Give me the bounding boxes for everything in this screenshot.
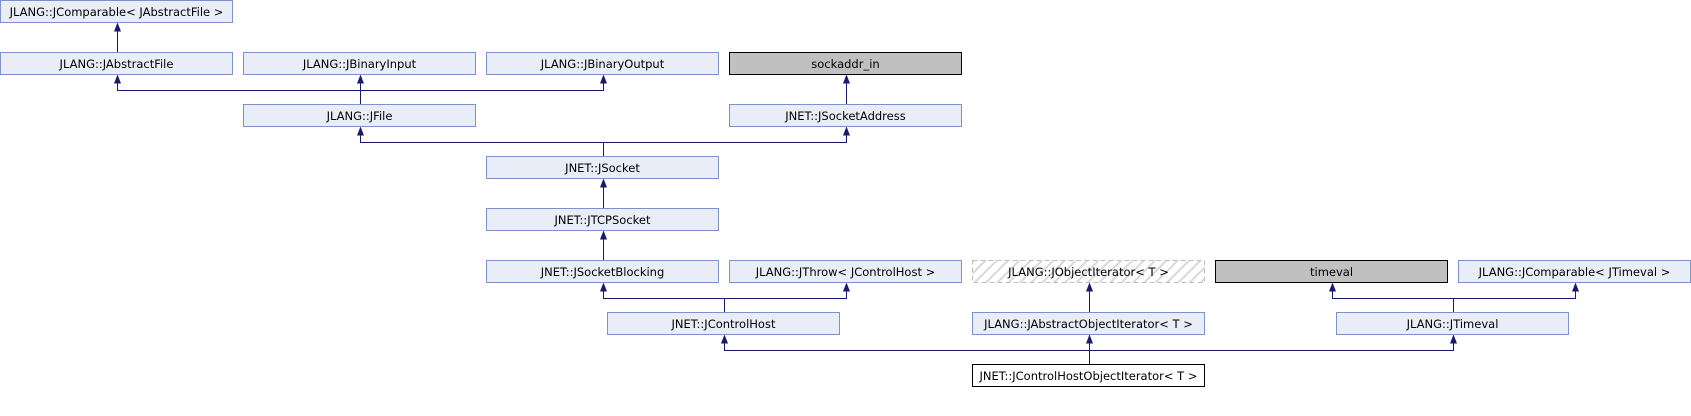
- class-node-label: JLANG::JBinaryInput: [302, 57, 417, 71]
- inheritance-arrowhead: [1572, 282, 1579, 292]
- class-node-label: sockaddr_in: [811, 57, 879, 71]
- inheritance-arrowhead: [600, 74, 607, 84]
- class-node-label: JNET::JSocket: [564, 161, 640, 175]
- inheritance-edge: [1453, 291, 1576, 299]
- class-node-box: [972, 260, 1205, 283]
- class-node-jfile[interactable]: JLANG::JFile: [243, 104, 476, 127]
- class-node-label: JLANG::JAbstractObjectIterator< T >: [983, 317, 1193, 331]
- class-node-box: [0, 0, 233, 23]
- class-node-label: JLANG::JAbstractFile: [59, 57, 174, 71]
- class-node-label: JNET::JControlHostObjectIterator< T >: [978, 369, 1197, 383]
- class-node-jtcpsocket[interactable]: JNET::JTCPSocket: [486, 208, 719, 231]
- inheritance-arrowhead: [843, 282, 850, 292]
- class-node-label: JNET::JTCPSocket: [554, 213, 651, 227]
- class-node-jobjectiterator[interactable]: JLANG::JObjectIterator< T >: [972, 260, 1205, 283]
- class-node-box: [972, 312, 1205, 335]
- class-node-jsocketaddress[interactable]: JNET::JSocketAddress: [729, 104, 962, 127]
- edges-layer: [114, 22, 1579, 365]
- class-node-jtimeval[interactable]: JLANG::JTimeval: [1336, 312, 1569, 335]
- inheritance-arrowhead: [1450, 334, 1457, 344]
- class-node-jcontrolhostobjectiterator[interactable]: JNET::JControlHostObjectIterator< T >: [972, 364, 1205, 387]
- class-node-box: [0, 52, 233, 75]
- class-node-jabstractfile[interactable]: JLANG::JAbstractFile: [0, 52, 233, 75]
- inheritance-edge: [724, 291, 847, 299]
- inheritance-arrowhead: [357, 74, 364, 84]
- class-node-label: JLANG::JComparable< JAbstractFile >: [9, 5, 224, 19]
- class-node-label: JLANG::JObjectIterator< T >: [1007, 265, 1169, 279]
- inheritance-edge: [360, 135, 604, 143]
- class-node-box: [729, 260, 962, 283]
- class-node-label: JLANG::JFile: [326, 109, 393, 123]
- class-node-jabstractobjectiterator[interactable]: JLANG::JAbstractObjectIterator< T >: [972, 312, 1205, 335]
- class-node-jcontrolhost[interactable]: JNET::JControlHost: [607, 312, 840, 335]
- class-node-timeval[interactable]: timeval: [1215, 260, 1448, 283]
- class-node-box: [486, 260, 719, 283]
- inheritance-arrowhead: [357, 126, 364, 136]
- class-node-jthrow-jcontrolhost[interactable]: JLANG::JThrow< JControlHost >: [729, 260, 962, 283]
- class-node-jcomparable-jtimeval[interactable]: JLANG::JComparable< JTimeval >: [1458, 260, 1691, 283]
- inheritance-arrowhead: [600, 230, 607, 240]
- class-node-jbinaryoutput[interactable]: JLANG::JBinaryOutput: [486, 52, 719, 75]
- inheritance-arrowhead: [114, 22, 121, 32]
- inheritance-arrowhead: [1086, 282, 1093, 292]
- class-node-label: JNET::JControlHost: [671, 317, 776, 331]
- class-node-label: timeval: [1310, 265, 1353, 279]
- class-node-box: [243, 104, 476, 127]
- class-node-jsocketblocking[interactable]: JNET::JSocketBlocking: [486, 260, 719, 283]
- class-node-label: JNET::JSocketBlocking: [540, 265, 665, 279]
- class-node-box: [607, 312, 840, 335]
- inheritance-arrowhead: [600, 178, 607, 188]
- class-node-box: [972, 364, 1205, 387]
- nodes-layer: JLANG::JComparable< JAbstractFile >JLANG…: [0, 0, 1691, 387]
- inheritance-arrowhead: [843, 126, 850, 136]
- inheritance-arrowhead: [114, 74, 121, 84]
- inheritance-edge: [1089, 343, 1454, 351]
- inheritance-edge: [724, 343, 1090, 351]
- class-node-label: JLANG::JTimeval: [1406, 317, 1499, 331]
- class-node-label: JNET::JSocketAddress: [784, 109, 905, 123]
- class-node-sockaddr-in[interactable]: sockaddr_in: [729, 52, 962, 75]
- class-node-box: [243, 52, 476, 75]
- class-node-box: [486, 156, 719, 179]
- inheritance-arrowhead: [600, 282, 607, 292]
- inheritance-edge: [117, 83, 361, 91]
- inheritance-edge: [1332, 291, 1454, 299]
- class-node-jbinaryinput[interactable]: JLANG::JBinaryInput: [243, 52, 476, 75]
- class-node-label: JLANG::JThrow< JControlHost >: [755, 265, 936, 279]
- class-node-box: [486, 52, 719, 75]
- inheritance-arrowhead: [721, 334, 728, 344]
- class-node-jcomparable-jabstractfile[interactable]: JLANG::JComparable< JAbstractFile >: [0, 0, 233, 23]
- inheritance-arrowhead: [843, 74, 850, 84]
- class-node-box: [729, 52, 962, 75]
- inheritance-edge: [360, 83, 604, 91]
- inheritance-edge: [603, 135, 847, 143]
- class-node-jsocket[interactable]: JNET::JSocket: [486, 156, 719, 179]
- class-node-box: [729, 104, 962, 127]
- class-node-label: JLANG::JBinaryOutput: [540, 57, 665, 71]
- inheritance-arrowhead: [1086, 334, 1093, 344]
- class-node-box: [486, 208, 719, 231]
- inheritance-edge: [603, 291, 725, 299]
- inheritance-arrowhead: [1329, 282, 1336, 292]
- class-node-label: JLANG::JComparable< JTimeval >: [1478, 265, 1671, 279]
- class-node-box: [1215, 260, 1448, 283]
- class-node-box: [1336, 312, 1569, 335]
